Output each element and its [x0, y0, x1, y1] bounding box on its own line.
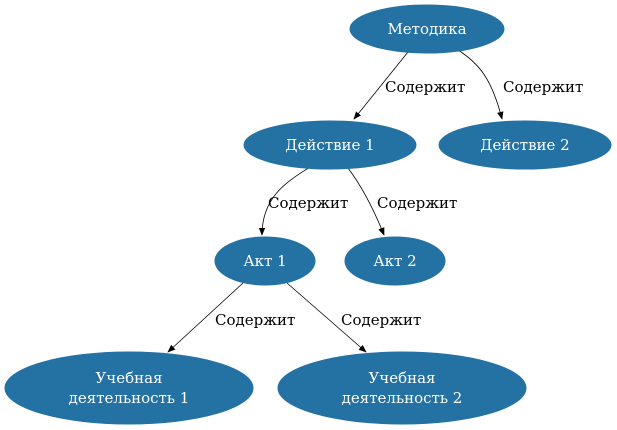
- edge-act1-study1: Содержит: [167, 282, 295, 353]
- node-metodika[interactable]: Методика: [349, 4, 505, 54]
- node-study2[interactable]: Учебная деятельность 2: [277, 351, 527, 425]
- node-label: Действие 1: [285, 136, 374, 154]
- edge-arrow: [258, 166, 311, 236]
- edge-arrow: [167, 282, 244, 353]
- edge-action1-act1: Содержит: [258, 166, 348, 236]
- node-label: Учебная: [368, 369, 435, 387]
- edge-label: Содержит: [341, 311, 421, 329]
- edge-metodika-action2: Содержит: [457, 49, 583, 120]
- node-shape: [214, 236, 316, 286]
- node-label: Акт 2: [373, 252, 416, 270]
- node-action1[interactable]: Действие 1: [243, 120, 417, 170]
- node-label: Учебная: [95, 369, 162, 387]
- edge-label: Содержит: [503, 78, 583, 96]
- edge-label: Содержит: [215, 311, 295, 329]
- edge-arrow: [286, 282, 367, 353]
- node-label: деятельность 2: [342, 389, 463, 407]
- node-act1[interactable]: Акт 1: [214, 236, 316, 286]
- node-act2[interactable]: Акт 2: [344, 236, 446, 286]
- node-label: Акт 1: [243, 252, 286, 270]
- node-label: Действие 2: [480, 136, 569, 154]
- edge-action1-act2: Содержит: [347, 167, 457, 236]
- node-shape: [438, 120, 612, 170]
- node-label: Методика: [387, 20, 466, 38]
- edge-label: Содержит: [385, 78, 465, 96]
- node-shape: [349, 4, 505, 54]
- node-action2[interactable]: Действие 2: [438, 120, 612, 170]
- edge-label: Содержит: [377, 194, 457, 212]
- node-shape: [243, 120, 417, 170]
- node-study1[interactable]: Учебная деятельность 1: [4, 351, 254, 425]
- node-shape: [344, 236, 446, 286]
- node-shape: [4, 351, 254, 425]
- node-shape: [277, 351, 527, 425]
- edge-act1-study2: Содержит: [286, 282, 421, 353]
- edge-metodika-action1: Содержит: [353, 51, 465, 120]
- edge-arrow: [353, 51, 409, 120]
- edge-label: Содержит: [268, 194, 348, 212]
- edge-arrow: [457, 49, 504, 120]
- node-label: деятельность 1: [69, 389, 190, 407]
- edge-arrow: [347, 167, 385, 236]
